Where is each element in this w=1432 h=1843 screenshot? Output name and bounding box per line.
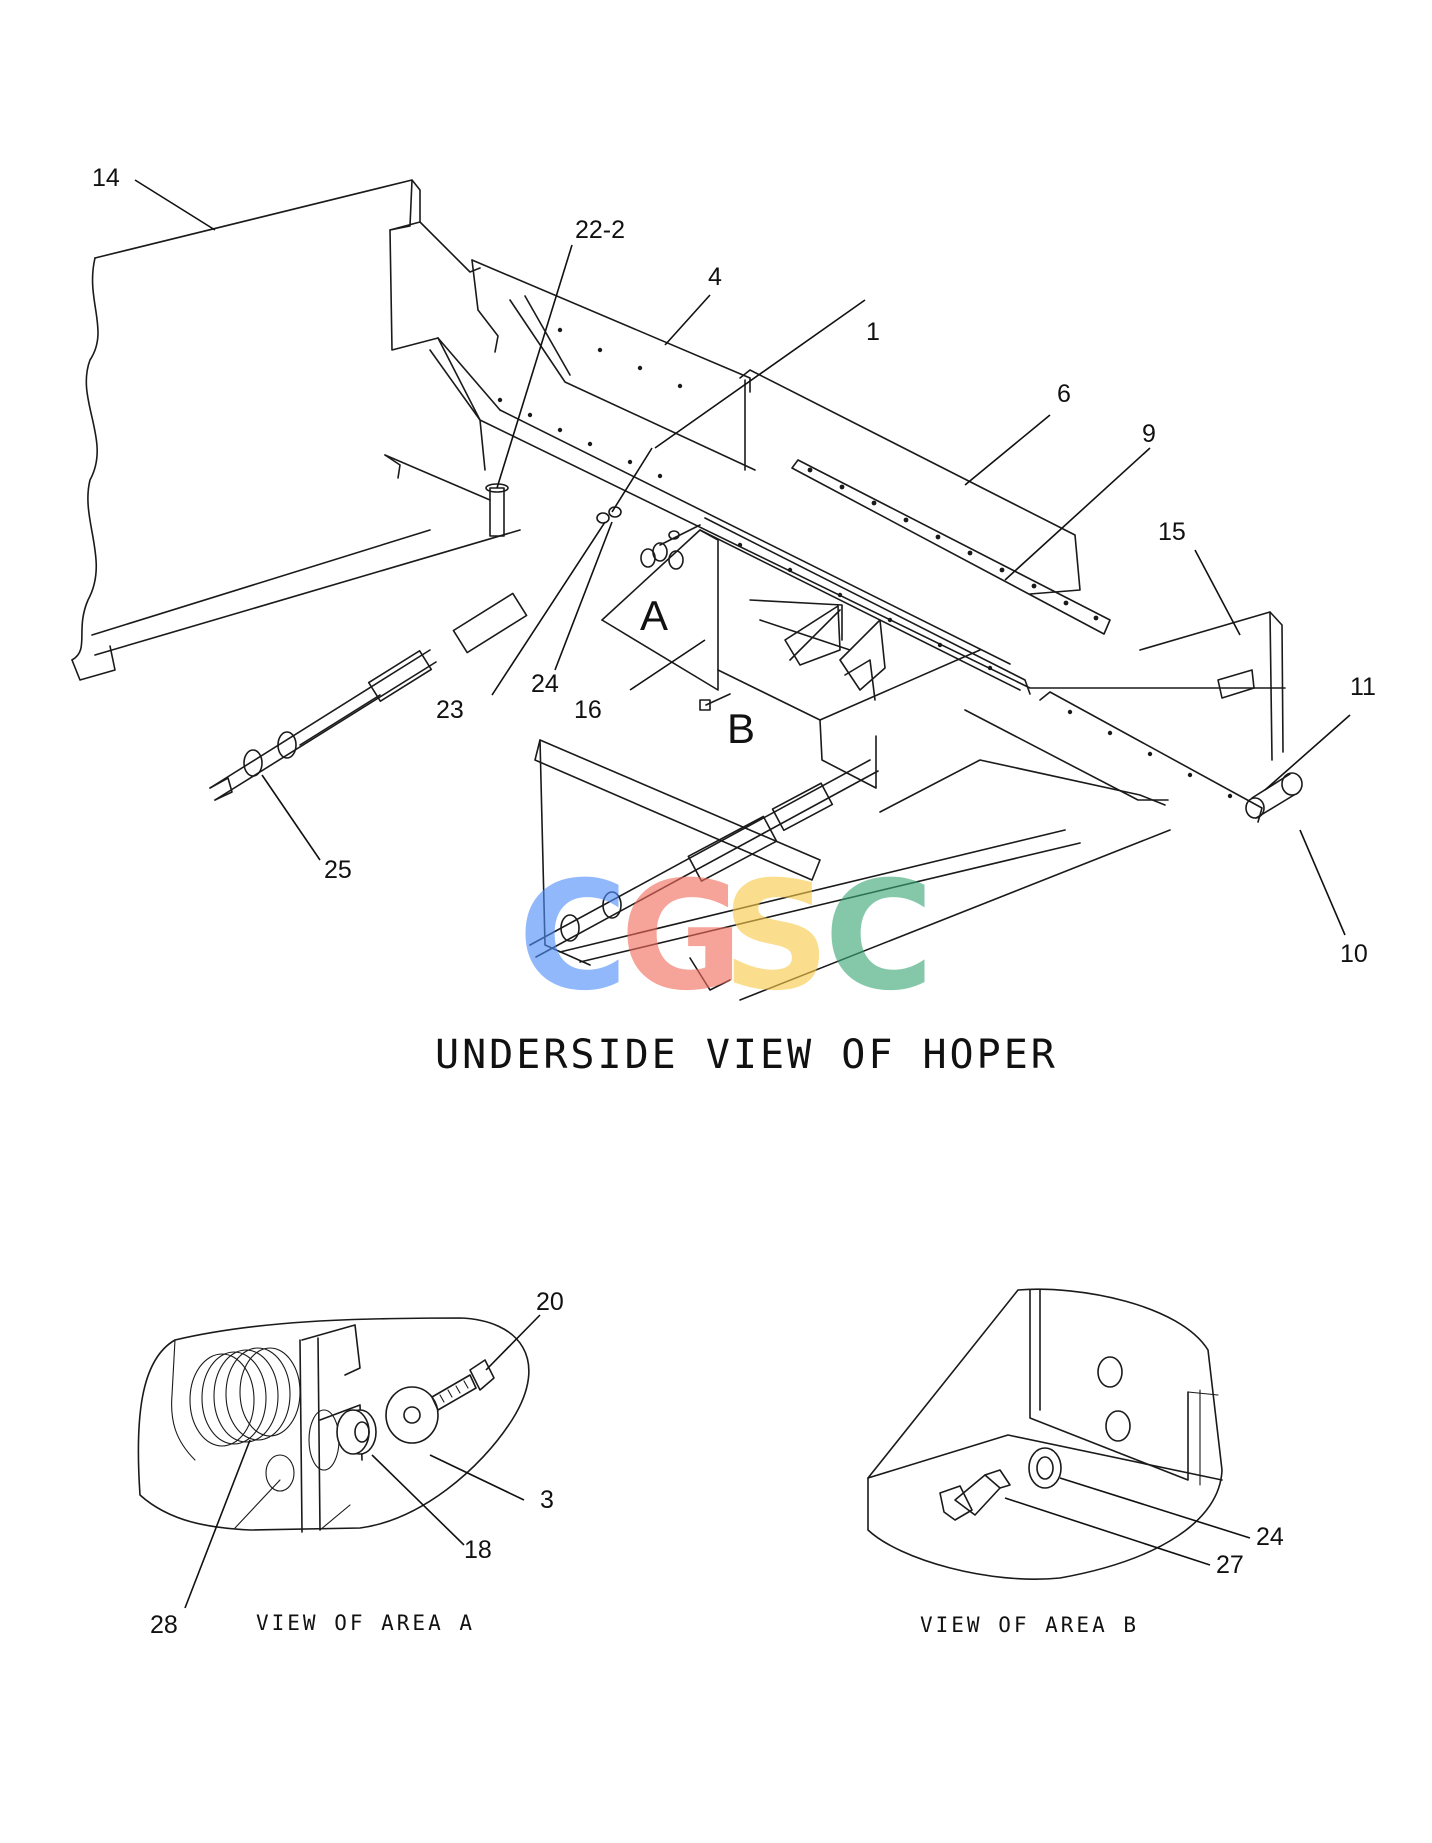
area-marker-a: A <box>640 592 668 639</box>
main-callouts: 14 22-2 4 1 6 9 15 11 10 23 24 16 25 A B <box>92 164 1376 968</box>
area-a-callout-lines <box>184 1314 541 1609</box>
callout-6: 6 <box>1057 380 1071 408</box>
area-b-caption: VIEW OF AREA B <box>920 1613 1139 1637</box>
callout-4: 4 <box>708 263 722 291</box>
area-a-detail-drawing <box>137 1317 530 1533</box>
callout-3: 3 <box>540 1486 554 1514</box>
callout-14: 14 <box>92 164 120 192</box>
callout-15: 15 <box>1158 518 1186 546</box>
callout-11: 11 <box>1350 673 1376 701</box>
watermark-logo: C G S C <box>518 850 934 1024</box>
watermark-letter-4: C <box>824 850 934 1024</box>
callout-24: 24 <box>531 670 559 698</box>
area-b-callout-lines <box>1004 1477 1251 1566</box>
watermark-letter-3: S <box>722 850 830 1024</box>
callout-25: 25 <box>324 856 352 884</box>
callout-20: 20 <box>536 1288 564 1316</box>
callout-1: 1 <box>866 318 880 346</box>
area-b-detail-drawing <box>867 1288 1223 1580</box>
main-view-caption: UNDERSIDE VIEW OF HOPER <box>435 1032 1058 1078</box>
callout-28: 28 <box>150 1611 178 1639</box>
watermark-letter-1: C <box>518 850 628 1024</box>
callout-24-area-b: 24 <box>1256 1523 1284 1551</box>
area-a-caption: VIEW OF AREA A <box>256 1611 475 1635</box>
area-a-callouts: 20 3 18 28 <box>150 1288 564 1639</box>
watermark-letter-2: G <box>620 850 743 1024</box>
main-callout-lines <box>134 179 1351 936</box>
callout-27: 27 <box>1216 1551 1244 1579</box>
callout-23: 23 <box>436 696 464 724</box>
area-marker-b: B <box>727 705 755 752</box>
callout-22-2: 22-2 <box>575 216 625 244</box>
callout-16: 16 <box>574 696 602 724</box>
callout-9: 9 <box>1142 420 1156 448</box>
callout-10: 10 <box>1340 940 1368 968</box>
area-b-callouts: 24 27 <box>1216 1523 1284 1579</box>
callout-18: 18 <box>464 1536 492 1564</box>
hopper-underside-drawing <box>71 179 1303 1001</box>
